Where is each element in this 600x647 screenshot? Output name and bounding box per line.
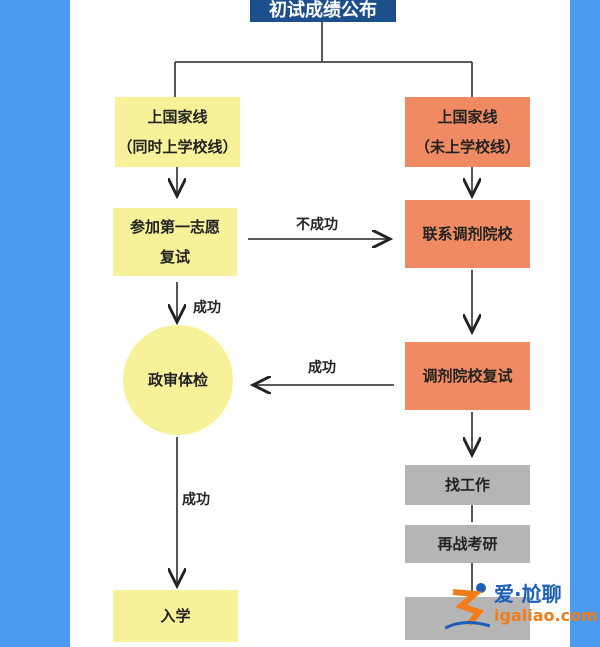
watermark-text: 爱·尬聊 <box>494 582 562 606</box>
adjust-retest-box: 调剂院校复试 <box>405 342 530 410</box>
title-box: 初试成绩公布 <box>250 0 396 22</box>
success-label-adjust: 成功 <box>308 360 336 376</box>
first-choice-retest-box: 参加第一志愿 复试 <box>113 208 237 276</box>
success-label-1: 成功 <box>193 300 221 316</box>
runner-logo-icon <box>445 583 490 630</box>
retry-exam-box: 再战考研 <box>405 525 530 563</box>
watermark-logo: 爱·尬聊 igaliao.com <box>445 580 598 630</box>
fail-label: 不成功 <box>296 217 338 233</box>
watermark-domain: igaliao.com <box>494 606 598 625</box>
right-qualified-line1: 上国家线 <box>437 108 498 126</box>
enroll-box: 入学 <box>113 590 238 642</box>
retest-line1: 参加第一志愿 <box>129 218 220 236</box>
retest-line2: 复试 <box>159 248 190 266</box>
success-label-2: 成功 <box>182 492 210 508</box>
right-qualified-line2: （未上学校线） <box>414 138 520 156</box>
find-job-box: 找工作 <box>405 465 530 505</box>
right-qualified-box: 上国家线 （未上学校线） <box>405 97 530 167</box>
left-qualified-box: 上国家线 （同时上学校线） <box>115 97 240 167</box>
left-qualified-line1: 上国家线 <box>147 108 208 126</box>
left-qualified-line2: （同时上学校线） <box>117 138 238 156</box>
political-health-check-circle: 政审体检 <box>123 325 233 435</box>
contact-adjust-box: 联系调剂院校 <box>405 200 530 268</box>
